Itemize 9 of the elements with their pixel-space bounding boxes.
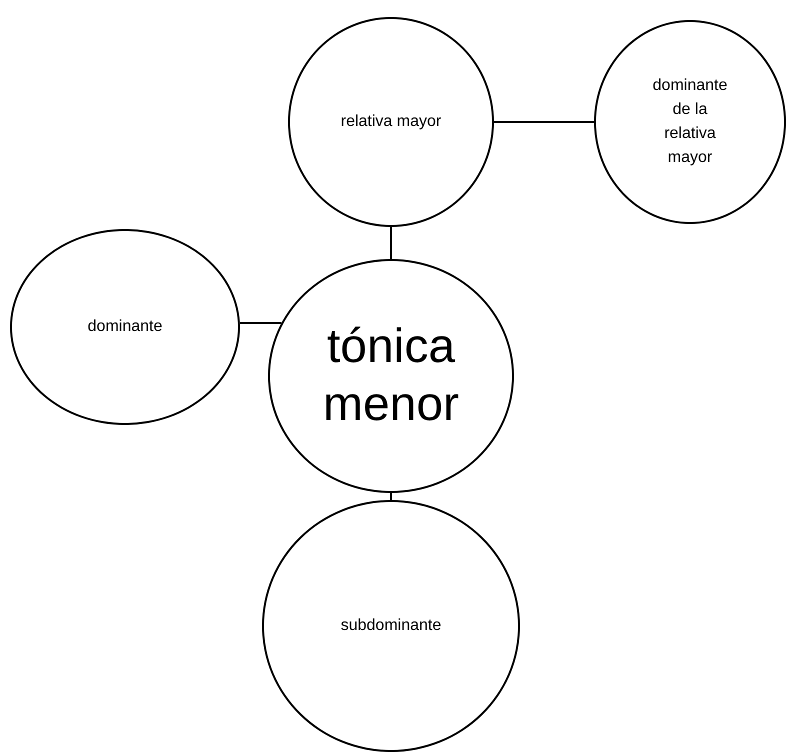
connector-line: [390, 493, 392, 500]
connector-line: [494, 121, 594, 123]
node-label: dominante: [88, 317, 162, 337]
node-label: subdominante: [340, 616, 442, 636]
node-label: relativa mayor: [340, 112, 442, 132]
node-label: tónica menor: [322, 319, 460, 433]
node-label: dominante de la relativa mayor: [652, 76, 728, 168]
connector-line: [240, 322, 282, 324]
connector-line: [390, 227, 392, 259]
